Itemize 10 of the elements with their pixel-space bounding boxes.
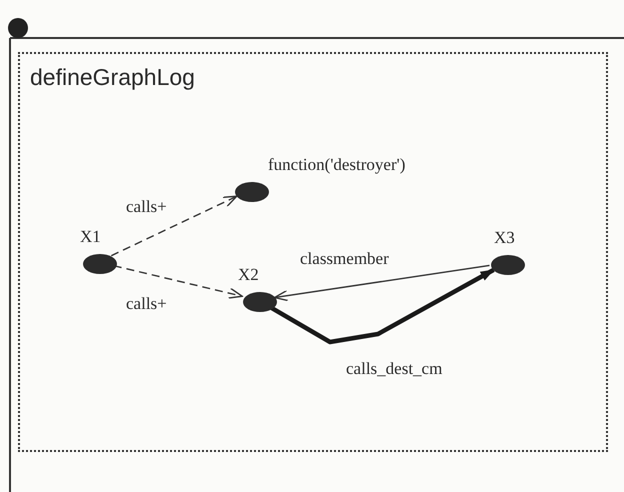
arrow [274,264,490,302]
edge-label: calls_dest_cm [344,359,444,378]
node-label: function('destroyer') [268,156,406,173]
node-label: X1 [80,228,101,245]
node-label: X2 [238,266,259,283]
arrow [114,265,243,299]
arrow [268,268,495,344]
arrow [110,196,238,256]
node-label: X3 [494,229,515,246]
group-title: defineGraphLog [30,66,195,89]
